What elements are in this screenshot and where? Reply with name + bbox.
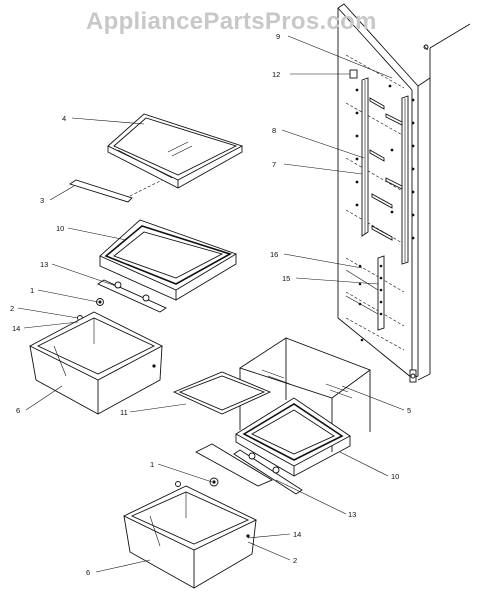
lower-rail	[345, 255, 385, 342]
crisper-drawer-lower	[122, 485, 258, 589]
crisper-glass-panel	[172, 371, 272, 415]
shelf-trim-strip	[68, 179, 163, 203]
callout-15: 15	[282, 274, 290, 283]
callout-12: 12	[272, 70, 280, 79]
callout-8: 8	[272, 126, 276, 135]
callout-6-upper: 6	[16, 406, 20, 415]
callout-4: 4	[62, 114, 66, 123]
callout-10-lower: 10	[391, 472, 399, 481]
crisper-cover-bracket-lower	[175, 443, 303, 495]
callout-10-upper: 10	[56, 224, 64, 233]
glass-shelf-top	[107, 113, 244, 189]
callout-1-upper: 1	[30, 286, 34, 295]
upper-shelf-rails	[361, 77, 409, 265]
watermark: AppliancePartsPros.com	[86, 8, 377, 35]
callout-3: 3	[40, 196, 44, 205]
shelf-brackets	[349, 69, 403, 241]
leader-lines	[17, 35, 405, 573]
callout-14-upper: 14	[12, 324, 20, 333]
callout-5: 5	[407, 406, 411, 415]
callout-1-lower: 1	[150, 460, 154, 469]
crisper-drawer-upper	[29, 311, 163, 415]
shelf-frame-lower	[235, 397, 351, 477]
callout-13-lower: 13	[348, 510, 356, 519]
callout-7: 7	[272, 160, 276, 169]
callout-16: 16	[270, 250, 278, 259]
callout-2-lower: 2	[293, 556, 297, 565]
callout-6-lower: 6	[86, 568, 90, 577]
cabinet-side-wall	[337, 3, 471, 383]
callout-14-lower: 14	[293, 530, 301, 539]
callout-11: 11	[120, 408, 128, 417]
callout-13-upper: 13	[40, 260, 48, 269]
cabinet-dashed-guides	[345, 54, 405, 351]
callout-2-upper: 2	[10, 304, 14, 313]
callout-9: 9	[276, 32, 280, 41]
crisper-cover-assembly	[238, 337, 371, 452]
shelf-frame-upper	[99, 219, 238, 301]
